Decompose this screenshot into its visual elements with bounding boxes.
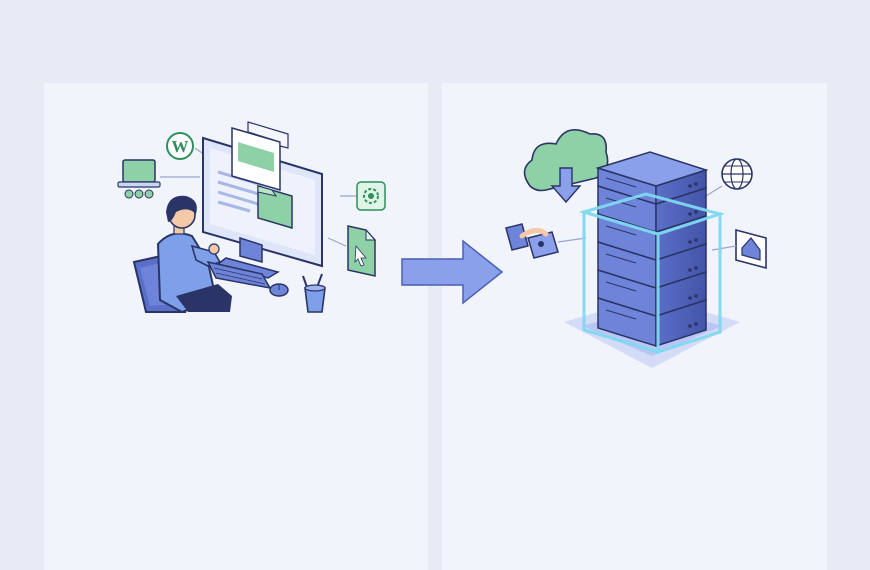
server-rack-icon bbox=[595, 151, 709, 348]
server-vent-lines bbox=[605, 177, 637, 320]
transfer-arrow-icon bbox=[401, 239, 504, 305]
server-unit-top bbox=[595, 151, 709, 206]
document-window bbox=[231, 121, 289, 191]
folder-icon bbox=[257, 184, 293, 230]
wordpress-logo-letter: W bbox=[172, 137, 189, 156]
globe-icon bbox=[705, 158, 753, 197]
gear-icon bbox=[356, 181, 386, 211]
laptop-icon bbox=[117, 159, 161, 199]
plug-icon bbox=[505, 223, 587, 259]
person bbox=[156, 195, 232, 314]
document-icon bbox=[347, 225, 377, 277]
download-arrow-icon bbox=[550, 167, 582, 204]
pencil-cup-icon bbox=[302, 273, 326, 313]
home-icon bbox=[711, 228, 767, 270]
server-status-lights bbox=[688, 182, 698, 328]
mouse-icon bbox=[269, 283, 289, 297]
highlight-frame bbox=[578, 192, 726, 355]
wordpress-icon: W bbox=[166, 132, 194, 160]
